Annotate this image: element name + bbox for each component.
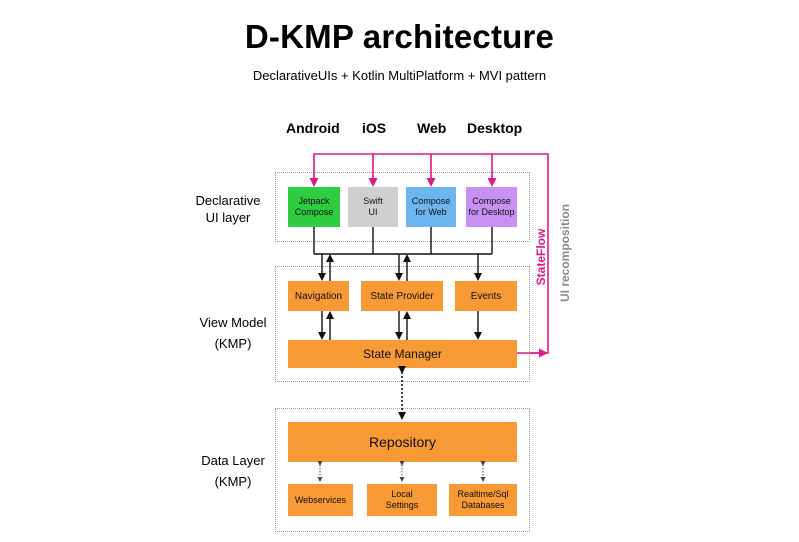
layer-label-data: Data Layer (KMP) bbox=[188, 450, 278, 492]
stateflow-loop bbox=[309, 153, 549, 358]
ui-bus bbox=[313, 227, 493, 255]
local-settings-line2: Settings bbox=[385, 500, 419, 510]
realtime-databases-line1: Realtime/Sql bbox=[457, 489, 509, 499]
layer-label-vm-line2: (KMP) bbox=[214, 336, 252, 351]
repository-source-links bbox=[317, 461, 486, 482]
compose-for-desktop-line2: for Desktop bbox=[468, 207, 515, 217]
swift-ui-line2: UI bbox=[368, 207, 378, 217]
layer-label-view-model: View Model (KMP) bbox=[188, 312, 278, 354]
platform-android: Android bbox=[286, 120, 340, 136]
layer-label-data-line1: Data Layer bbox=[201, 453, 265, 468]
navigation-box: Navigation bbox=[288, 281, 349, 311]
platform-web: Web bbox=[417, 120, 447, 136]
compose-for-web-line1: Compose bbox=[411, 196, 451, 206]
realtime-databases-line2: Databases bbox=[461, 500, 505, 510]
state-provider-box: State Provider bbox=[361, 281, 443, 311]
local-settings-line1: Local bbox=[391, 489, 413, 499]
layer-label-ui-line2: UI layer bbox=[205, 210, 251, 225]
platform-desktop: Desktop bbox=[467, 120, 523, 136]
stateflow-label: StateFlow bbox=[534, 228, 548, 286]
diagram-subtitle: DeclarativeUIs + Kotlin MultiPlatform + … bbox=[252, 68, 547, 83]
layer-label-ui-line1: Declarative bbox=[195, 193, 261, 208]
viewmodel-to-state-manager-arrows bbox=[318, 311, 482, 340]
jetpack-compose-line2: Compose bbox=[294, 207, 334, 217]
layer-label-data-line2: (KMP) bbox=[214, 474, 252, 489]
layer-label-ui: Declarative UI layer bbox=[188, 192, 268, 226]
webservices-box: Webservices bbox=[288, 484, 353, 516]
state-manager-box: State Manager bbox=[288, 340, 517, 368]
compose-for-web-line2: for Web bbox=[415, 207, 447, 217]
repository-box: Repository bbox=[288, 422, 517, 462]
ui-recomposition-label: UI recomposition bbox=[558, 204, 572, 303]
diagram-title: D-KMP architecture bbox=[244, 18, 555, 55]
ui-layer-frame bbox=[275, 172, 530, 242]
platform-ios: iOS bbox=[362, 120, 387, 136]
compose-for-desktop-line1: Compose bbox=[472, 196, 511, 206]
jetpack-compose-line1: Jetpack bbox=[298, 196, 330, 206]
events-box: Events bbox=[455, 281, 517, 311]
bus-to-viewmodel-arrows bbox=[318, 254, 482, 281]
swift-ui-line1: Swift bbox=[363, 196, 383, 206]
layer-label-vm-line1: View Model bbox=[199, 315, 267, 330]
